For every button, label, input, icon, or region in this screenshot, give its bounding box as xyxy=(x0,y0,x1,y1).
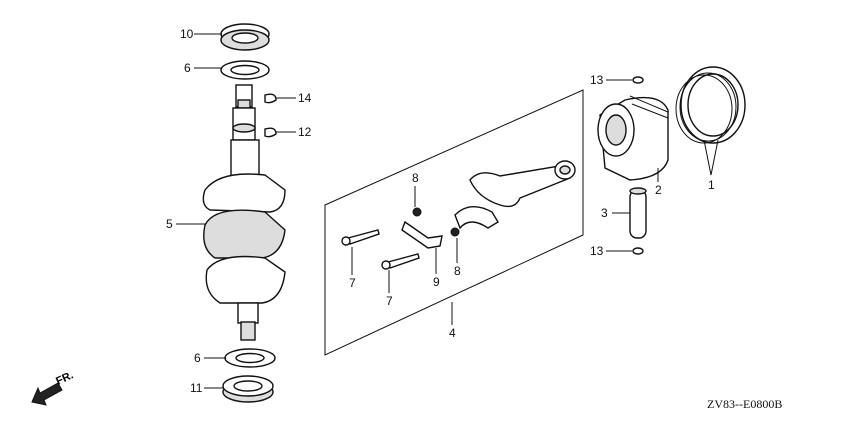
woodruff-key-14 xyxy=(264,93,277,104)
piston-pin-clip-top xyxy=(632,76,644,84)
connecting-rod xyxy=(341,160,576,270)
crankshaft xyxy=(202,84,286,341)
callout-7-right: 7 xyxy=(386,294,393,308)
oil-seal-top xyxy=(220,23,270,51)
callout-6-top: 6 xyxy=(184,61,191,75)
diagram-code: ZV83--E0800B xyxy=(707,397,782,411)
callout-4: 4 xyxy=(449,326,456,340)
callout-10: 10 xyxy=(180,27,194,41)
connecting-rod-assembly-outline xyxy=(324,89,584,356)
piston-pin xyxy=(629,187,647,239)
callout-12: 12 xyxy=(298,125,312,139)
leader-lines xyxy=(176,33,719,389)
thrust-washer-bottom xyxy=(224,348,276,368)
woodruff-key-12 xyxy=(264,127,277,138)
callout-6-bottom: 6 xyxy=(194,351,201,365)
callout-11: 11 xyxy=(190,381,203,395)
callout-7-left: 7 xyxy=(349,276,356,290)
thrust-washer-top xyxy=(220,60,270,80)
oil-seal-bottom xyxy=(222,375,274,403)
front-direction-arrow-icon xyxy=(31,382,63,406)
callout-13-top: 13 xyxy=(590,73,604,87)
piston xyxy=(597,95,669,181)
callout-5: 5 xyxy=(166,217,173,231)
callout-9: 9 xyxy=(433,275,440,289)
callout-14: 14 xyxy=(298,91,312,105)
piston-rings xyxy=(675,66,746,144)
callout-3: 3 xyxy=(601,206,608,220)
callout-13-bottom: 13 xyxy=(590,244,604,258)
piston-pin-clip-bottom xyxy=(632,247,644,255)
callout-1: 1 xyxy=(708,178,715,192)
callout-2: 2 xyxy=(655,183,662,197)
callout-8-top: 8 xyxy=(412,171,419,185)
front-label: FR. xyxy=(54,369,75,387)
callout-8-bottom: 8 xyxy=(454,264,461,278)
